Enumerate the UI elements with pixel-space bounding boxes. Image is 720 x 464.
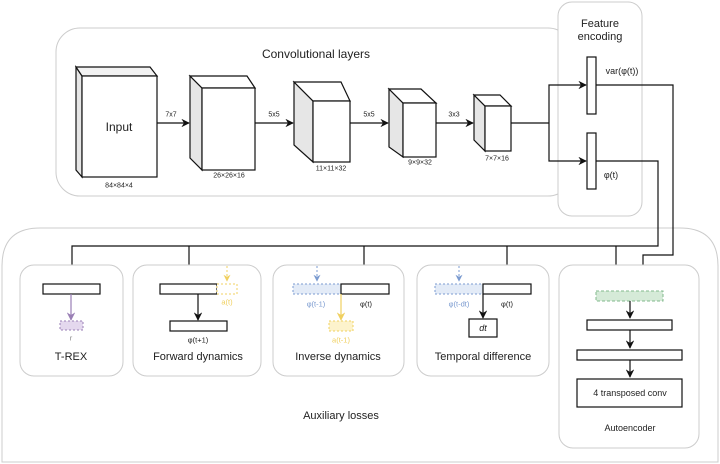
inverse-cur-label: φ(t) xyxy=(360,299,372,309)
input-label: Input xyxy=(105,120,133,134)
dt-box xyxy=(468,318,498,338)
ae-layer-2 xyxy=(576,349,683,361)
var-phi-label: var(φ(t)) xyxy=(605,66,639,76)
aux-losses-title: Auxiliary losses xyxy=(303,410,379,422)
temporal-prev-node xyxy=(434,283,484,295)
conv-block-3 xyxy=(387,87,438,159)
action-label: a(t) xyxy=(221,297,233,307)
feature-encoding-title-2: encoding xyxy=(577,31,623,43)
dims-label-4: 7×7×16 xyxy=(485,155,509,163)
input-block xyxy=(74,65,159,179)
inverse-title: Inverse dynamics xyxy=(295,351,381,363)
kernel-label-1: 7x7 xyxy=(165,111,177,119)
phi-bar xyxy=(586,132,597,190)
dims-label-2: 11×11×32 xyxy=(315,165,347,173)
kernel-label-4: 3x3 xyxy=(448,111,460,119)
temporal-cur-layer xyxy=(482,283,532,295)
dims-label-1: 26×26×16 xyxy=(213,172,245,180)
temporal-prev-label: φ(t-dt) xyxy=(448,299,470,309)
arrow-to-phi xyxy=(548,123,587,166)
inverse-action-node xyxy=(328,320,354,332)
conv-block-1 xyxy=(188,74,257,172)
temporal-cur-label: φ(t) xyxy=(501,299,513,309)
phi-output-line xyxy=(67,160,659,282)
reward-label: r xyxy=(69,333,73,343)
kernel-label-3: 5x5 xyxy=(363,111,375,119)
trex-layer xyxy=(42,283,101,295)
autoencoder-title: Autoencoder xyxy=(604,423,656,433)
dt-label: dt xyxy=(479,323,487,333)
arrow-to-var xyxy=(548,80,587,123)
transposed-conv-box xyxy=(576,378,683,408)
input-dims: 84×84×4 xyxy=(105,182,133,190)
conv-layers-title: Convolutional layers xyxy=(261,47,371,61)
transposed-conv-label: 4 transposed conv xyxy=(593,388,667,398)
forward-title: Forward dynamics xyxy=(153,351,243,363)
trex-reward-node xyxy=(59,320,84,331)
kernel-label-2: 5x5 xyxy=(268,111,280,119)
dims-label-3: 9×9×32 xyxy=(408,159,432,167)
autoencoder-concat-node xyxy=(595,290,664,302)
ae-layer-1 xyxy=(586,319,673,331)
inverse-prev-node xyxy=(292,283,342,295)
inverse-cur-layer xyxy=(340,283,390,295)
trex-title: T-REX xyxy=(54,351,88,363)
forward-output-label: φ(t+1) xyxy=(187,335,209,345)
forward-output-layer xyxy=(169,320,228,332)
action-node xyxy=(216,283,238,295)
inverse-output-label: a(t-1) xyxy=(332,335,350,345)
phi-label: φ(t) xyxy=(603,170,619,180)
feature-encoding-title-1: Feature xyxy=(581,18,619,30)
forward-layer xyxy=(159,283,218,295)
temporal-title: Temporal difference xyxy=(434,351,532,363)
conv-block-4 xyxy=(472,93,513,153)
conv-block-2 xyxy=(292,80,351,164)
var-phi-bar xyxy=(586,56,597,115)
inverse-prev-label: φ(t-1) xyxy=(306,299,326,309)
